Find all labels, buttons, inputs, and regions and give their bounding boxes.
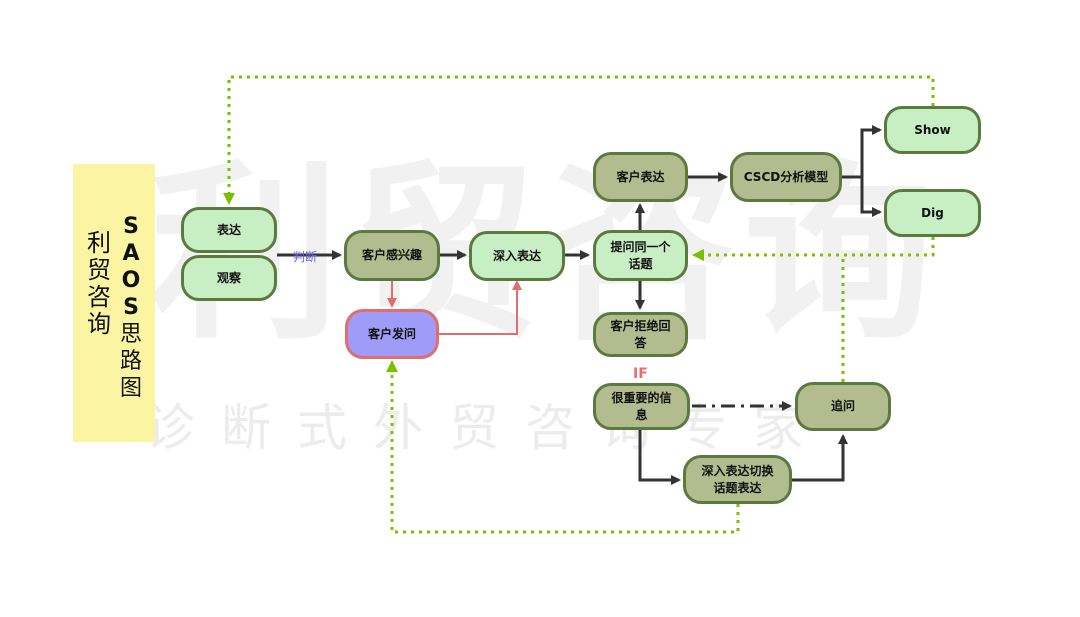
node-customer-question[interactable]: 客户发问 [345, 309, 439, 359]
sidebar-brand: 利贸咨询 [84, 230, 114, 338]
node-refuse[interactable]: 客户拒绝回答 [593, 312, 688, 357]
edge-switch-followup [792, 434, 848, 482]
label-judge: 判断 [293, 250, 318, 264]
node-switch-topic[interactable]: 深入表达切换话题表达 [683, 455, 792, 504]
edge-question-deep [437, 280, 522, 335]
sidebar-title-latin: O [121, 268, 141, 293]
sidebar-title-han: 路 [119, 349, 142, 374]
node-important[interactable]: 很重要的信息 [593, 383, 690, 430]
sidebar-brand-char: 贸 [87, 256, 111, 284]
edge-split-dig [860, 177, 882, 217]
sidebar-brand-char: 咨 [87, 283, 111, 311]
node-interest[interactable]: 客户感兴趣 [344, 230, 440, 281]
loop-switch-to-question [386, 360, 740, 534]
edge-important-switch [638, 430, 681, 485]
sidebar-title-han: 思 [119, 322, 142, 347]
node-customer-express[interactable]: 客户表达 [593, 152, 688, 202]
label-if: IF [633, 366, 648, 382]
node-show[interactable]: Show [884, 106, 981, 154]
node-express[interactable]: 表达 [181, 207, 277, 253]
node-dig[interactable]: Dig [884, 189, 981, 237]
node-follow-up[interactable]: 追问 [795, 382, 891, 431]
loop-dig-to-ask [692, 237, 935, 261]
sidebar-title-latin: S [123, 214, 139, 239]
sidebar-brand-char: 询 [87, 310, 111, 338]
sidebar-banner [73, 164, 155, 442]
node-cscd[interactable]: CSCD分析模型 [730, 152, 842, 202]
sidebar-title-han: 图 [119, 376, 142, 401]
edge-split-show [860, 125, 882, 177]
node-observe[interactable]: 观察 [181, 255, 277, 301]
watermark-sub: 诊断式外贸咨询专家 [145, 399, 829, 457]
sidebar-brand-char: 利 [87, 229, 111, 257]
node-ask-same-topic[interactable]: 提问同一个话题 [593, 230, 688, 281]
sidebar-title-latin: A [122, 241, 140, 266]
node-deep-express[interactable]: 深入表达 [469, 231, 565, 281]
sidebar-title-latin: S [123, 295, 139, 320]
